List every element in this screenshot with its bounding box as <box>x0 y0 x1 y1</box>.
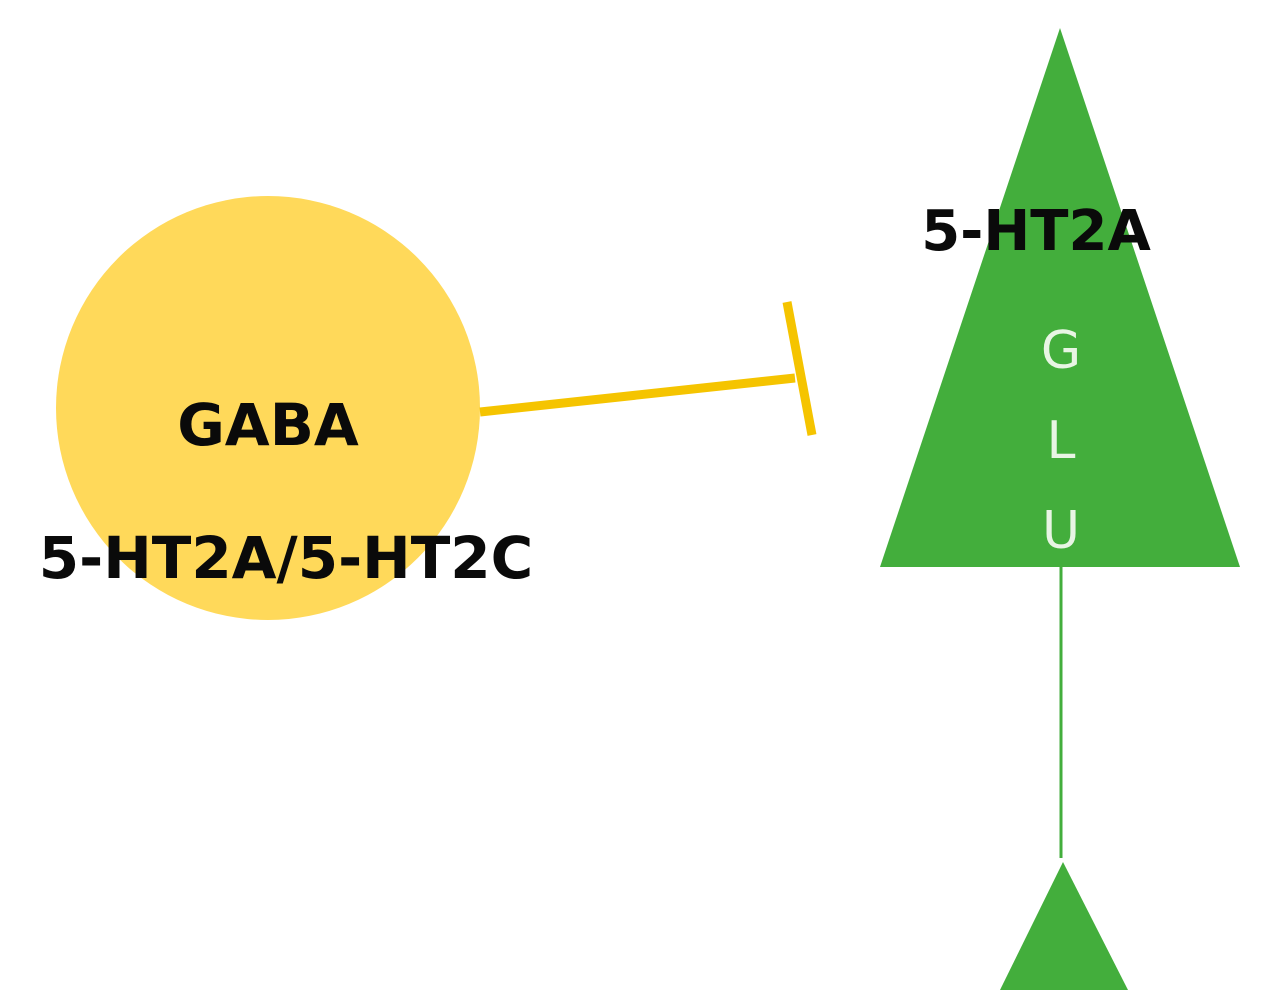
inhibitory-connection-line <box>479 373 796 417</box>
glutamate-letter-l: L <box>1047 411 1076 471</box>
downstream-neuron <box>1000 862 1128 990</box>
gaba-label: GABA <box>177 391 359 459</box>
gaba-neuron-body <box>56 196 480 620</box>
inhibitory-terminal-bar <box>782 301 817 436</box>
gaba-receptors-label: 5-HT2A/5-HT2C <box>39 524 533 592</box>
glutamate-letter-u: U <box>1042 501 1080 561</box>
glutamate-receptor-label: 5-HT2A <box>921 199 1151 264</box>
glutamate-letter-g: G <box>1041 321 1081 381</box>
glutamate-neuron-body <box>880 28 1240 567</box>
